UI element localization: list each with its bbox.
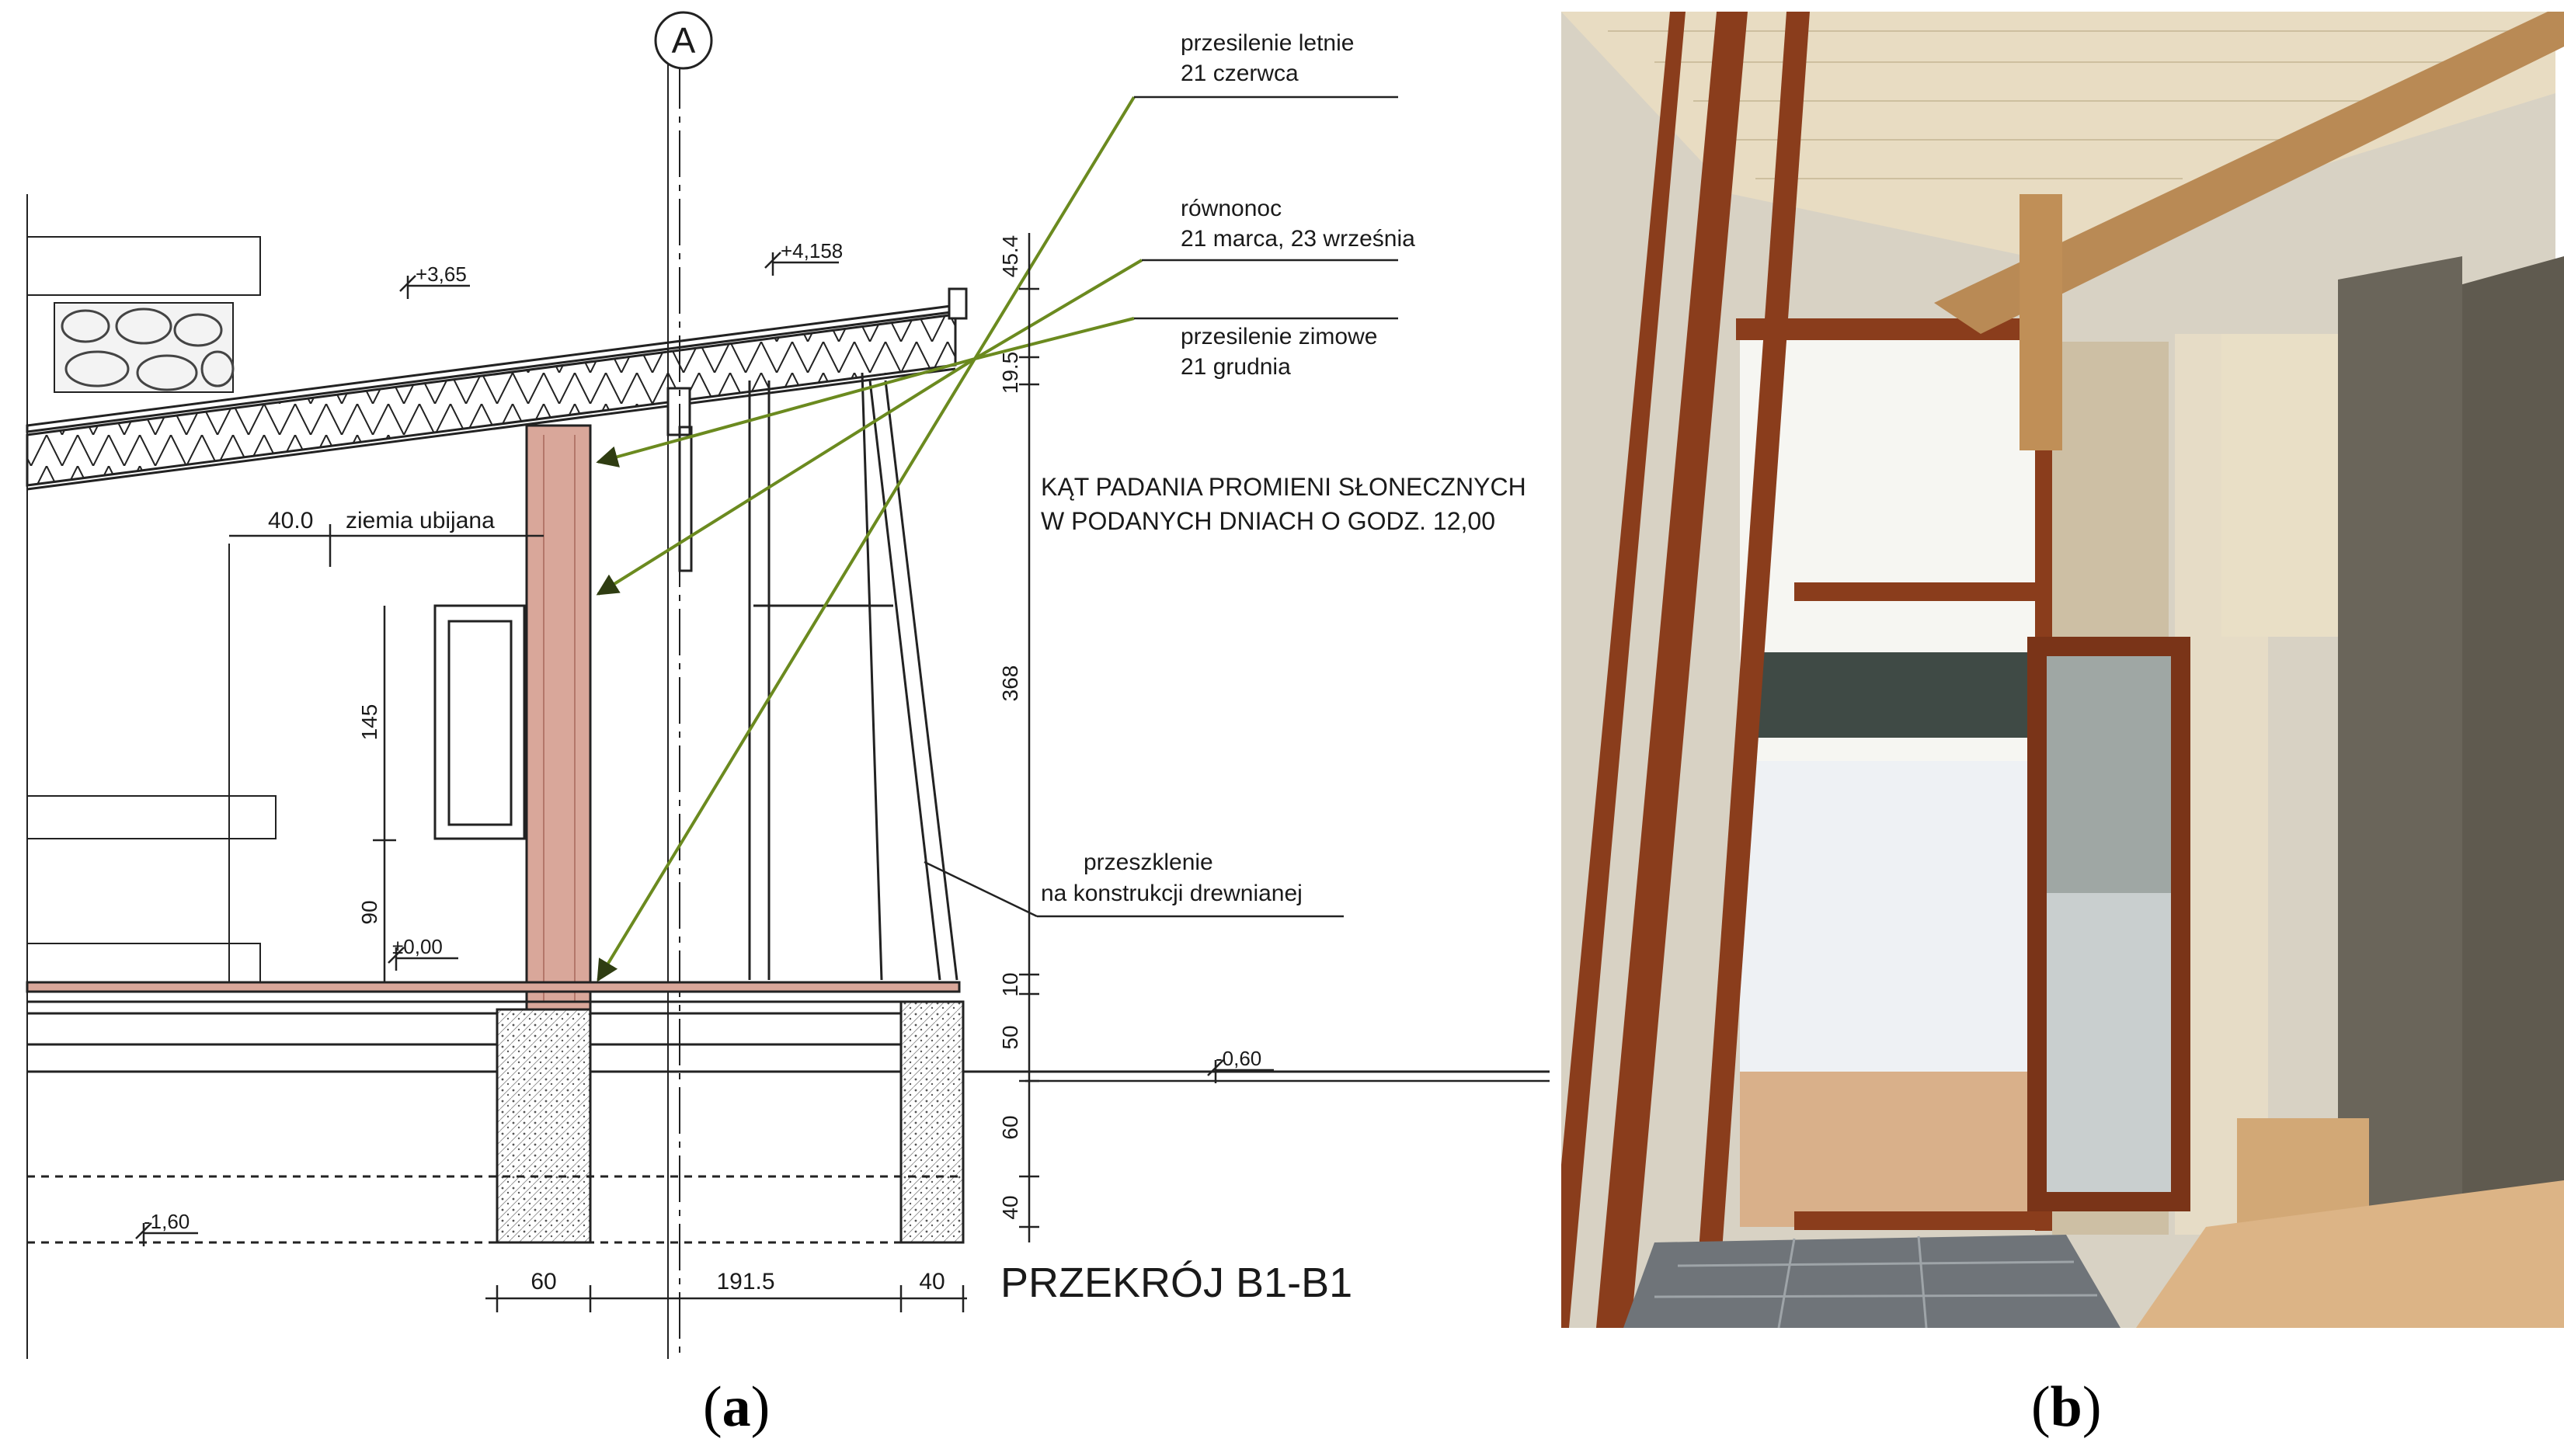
- section-title: PRZEKRÓJ B1-B1: [1000, 1260, 1352, 1306]
- glass-door: [2027, 637, 2190, 1211]
- svg-text:przeszklenie: przeszklenie: [1084, 850, 1213, 875]
- vertical-dimension-line: [1019, 233, 1039, 1242]
- svg-text:+3,65: +3,65: [416, 262, 467, 286]
- horizontal-dimensions: 60 191.5 40: [485, 1269, 967, 1312]
- window-dimension: 145 90: [357, 606, 396, 982]
- summer-solstice-title: przesilenie letnie: [1181, 30, 1354, 56]
- svg-text:368: 368: [998, 665, 1022, 702]
- svg-text:40: 40: [919, 1269, 945, 1294]
- svg-text:45.4: 45.4: [998, 235, 1022, 278]
- level-labels: +3,65 +4,158 ±0,00 -0,60 -1,60: [144, 239, 1261, 1233]
- ceiling: [1561, 12, 2555, 256]
- equinox-title: równonoc: [1181, 196, 1282, 221]
- vertical-dimension-labels: 45.4 19.5 368 10 50 60 40: [998, 235, 1022, 1220]
- svg-text:19.5: 19.5: [998, 352, 1022, 394]
- chair-and-table: [2136, 1118, 2564, 1328]
- svg-text:-0,60: -0,60: [1216, 1047, 1261, 1070]
- svg-text:145: 145: [357, 704, 381, 741]
- svg-text:A: A: [672, 20, 696, 61]
- timber-glazing: [678, 372, 958, 981]
- wall-thickness-dimension: 40.0 ziemia ubijana: [229, 508, 544, 567]
- interior-photo-panel: [1561, 0, 2564, 1367]
- floor-slab: [26, 981, 1550, 1073]
- svg-text:40.0: 40.0: [268, 508, 313, 533]
- section-drawing-panel: A 45.4: [26, 11, 1550, 1359]
- caption-b: (b): [2031, 1375, 2102, 1439]
- caption-a: (a): [703, 1375, 771, 1439]
- svg-text:60: 60: [998, 1115, 1022, 1139]
- svg-text:KĄT PADANIA PROMIENI SŁONECZNY: KĄT PADANIA PROMIENI SŁONECZNYCH: [1041, 473, 1526, 501]
- winter-solstice-title: przesilenie zimowe: [1181, 324, 1377, 349]
- svg-text:W PODANYCH DNIACH O GODZ. 12,0: W PODANYCH DNIACH O GODZ. 12,00: [1041, 507, 1495, 535]
- svg-text:+4,158: +4,158: [781, 239, 843, 262]
- svg-text:10: 10: [998, 972, 1022, 996]
- axis-line-a: [667, 62, 680, 1359]
- foundation: [27, 1000, 965, 1244]
- window-frames: [1561, 12, 2052, 1328]
- sun-rays: [596, 96, 1143, 982]
- axis-marker-a: A: [654, 11, 713, 70]
- equinox-date: 21 marca, 23 września: [1181, 226, 1415, 252]
- timber-beam: [1934, 12, 2564, 450]
- svg-text:na konstrukcji drewnianej: na konstrukcji drewnianej: [1041, 881, 1303, 906]
- rammed-earth-wall: [525, 424, 592, 1011]
- svg-text:50: 50: [998, 1025, 1022, 1049]
- stone-floor: [1623, 1235, 2120, 1328]
- angle-note: KĄT PADANIA PROMIENI SŁONECZNYCH W PODAN…: [1041, 473, 1526, 535]
- interior-photo: [1561, 12, 2564, 1329]
- roof: [26, 287, 968, 491]
- summer-solstice-date: 21 czerwca: [1181, 61, 1299, 86]
- svg-text:-1,60: -1,60: [144, 1210, 190, 1233]
- leader-lines: [924, 96, 1550, 1082]
- svg-text:±0,00: ±0,00: [392, 935, 443, 958]
- svg-text:90: 90: [357, 900, 381, 924]
- interior-window: [433, 604, 526, 840]
- svg-text:191.5: 191.5: [716, 1269, 774, 1294]
- section-drawing: A 45.4: [26, 11, 1550, 1359]
- svg-text:40: 40: [998, 1195, 1022, 1219]
- svg-text:ziemia ubijana: ziemia ubijana: [346, 508, 495, 533]
- solstice-annotations: przesilenie letnie 21 czerwca równonoc 2…: [1181, 30, 1415, 380]
- winter-solstice-date: 21 grudnia: [1181, 354, 1291, 380]
- svg-text:60: 60: [531, 1269, 556, 1294]
- glazing-note: przeszklenie na konstrukcji drewnianej: [1041, 850, 1303, 906]
- left-building: [26, 194, 277, 1359]
- level-marks: [135, 252, 1274, 1246]
